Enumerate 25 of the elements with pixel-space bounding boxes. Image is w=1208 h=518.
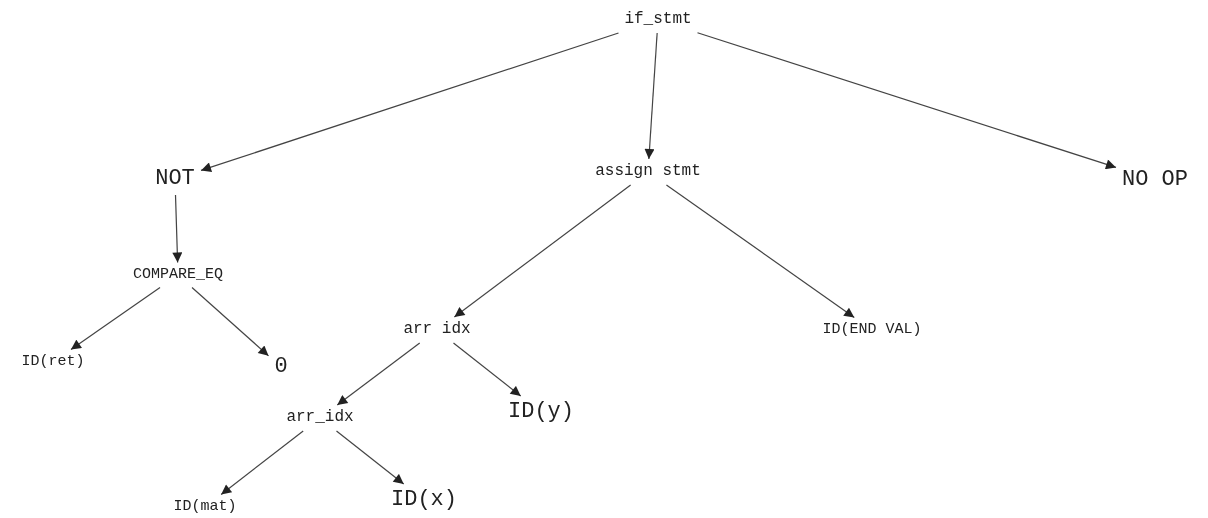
arrow xyxy=(644,32,658,160)
tree-node-label: ID(END VAL) xyxy=(816,317,928,343)
tree-node-label: NO OP xyxy=(1116,163,1194,197)
arrow xyxy=(172,194,183,264)
arrow xyxy=(665,184,855,319)
tree-node-label: COMPARE_EQ xyxy=(127,262,229,288)
arrow xyxy=(200,32,620,173)
arrow xyxy=(336,342,421,406)
tree-node-label: 0 xyxy=(268,350,294,384)
arrow xyxy=(191,286,270,357)
tree-node-label: ID(mat) xyxy=(167,494,243,518)
arrow xyxy=(335,430,405,485)
arrow xyxy=(696,32,1117,170)
arrow xyxy=(70,286,161,351)
tree-node-label: assign stmt xyxy=(589,159,707,185)
tree-node-label: NOT xyxy=(149,162,201,196)
tree-node-label: ID(ret) xyxy=(15,349,91,375)
tree-node-label: arr_idx xyxy=(280,405,360,431)
tree-node-label: if_stmt xyxy=(618,7,698,33)
tree-node-label: arr idx xyxy=(397,317,477,343)
tree-node-label: ID(y) xyxy=(502,395,580,429)
arrow xyxy=(220,430,304,496)
arrow xyxy=(452,342,522,397)
arrow xyxy=(453,184,632,318)
tree-node-label: ID(x) xyxy=(385,483,463,517)
